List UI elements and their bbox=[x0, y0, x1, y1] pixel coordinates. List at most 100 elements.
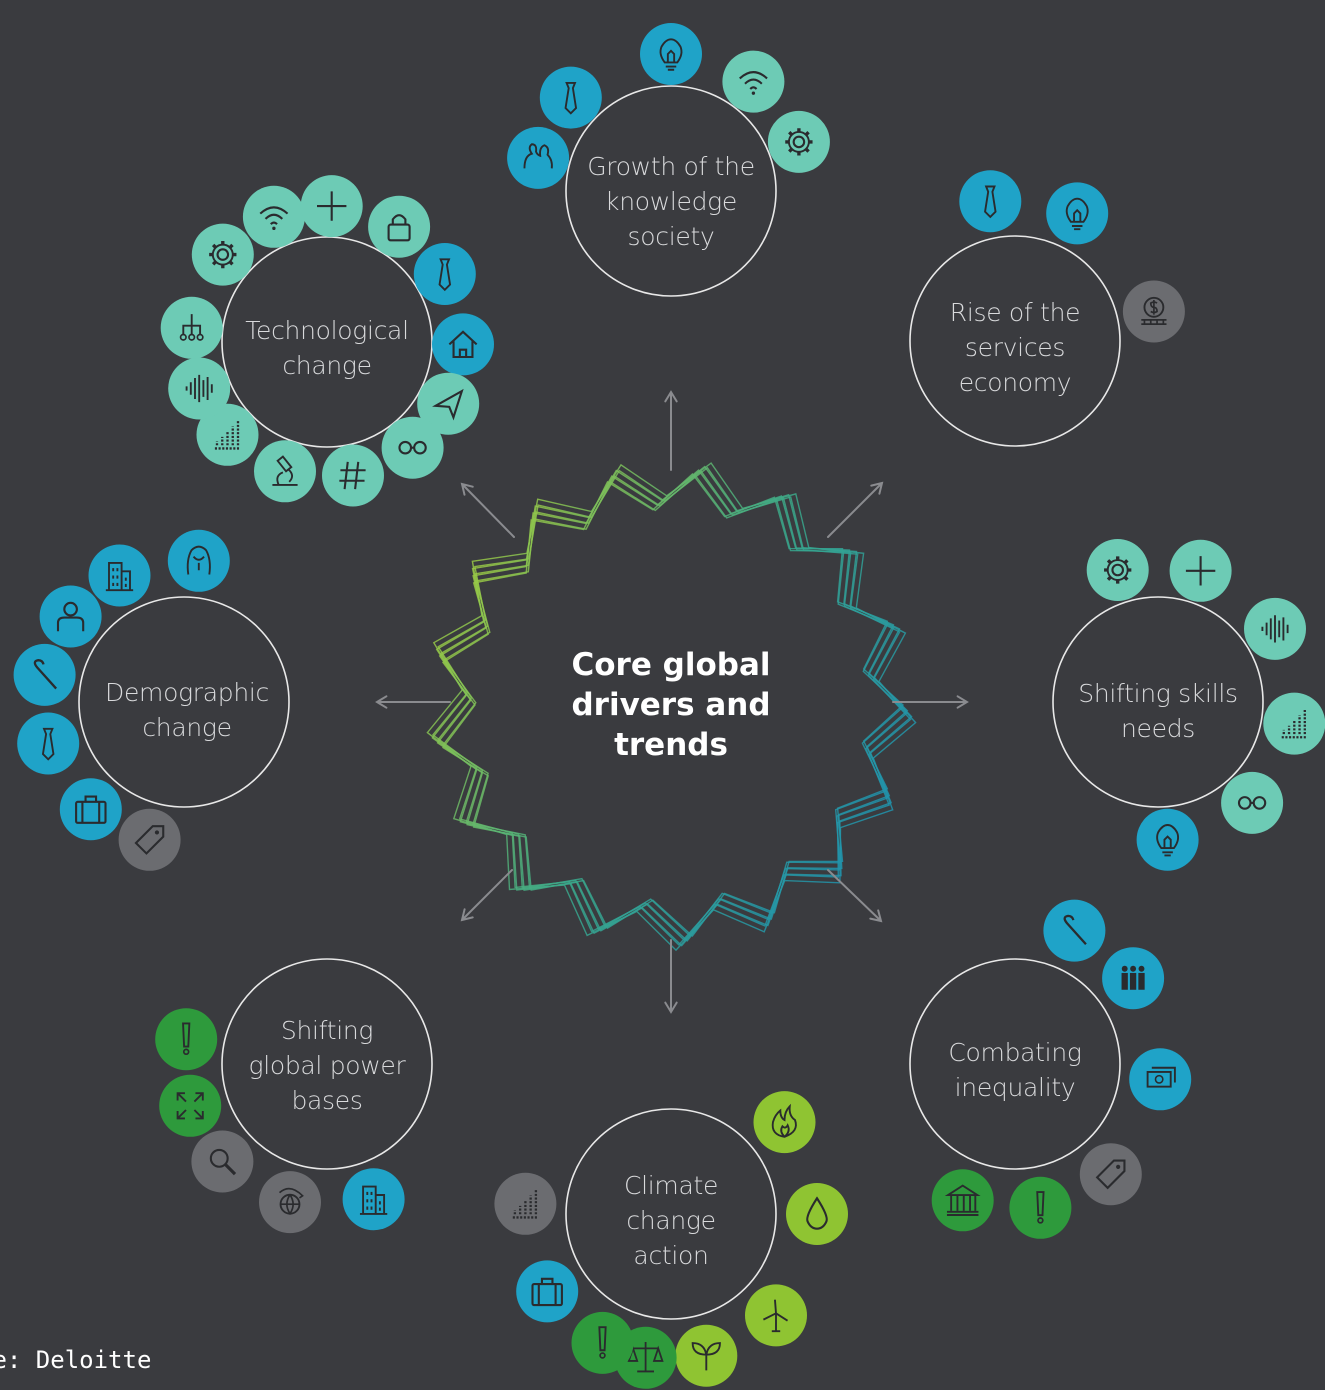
wifi-icon bbox=[242, 185, 305, 248]
hub-global-power-bases bbox=[155, 958, 433, 1234]
hub-label-line: Climate bbox=[623, 1171, 719, 1200]
send-icon bbox=[417, 372, 480, 435]
hub-label-climate-change-action: Climate change action bbox=[571, 1168, 771, 1273]
water-drop-icon bbox=[786, 1183, 848, 1245]
hub-label-line: Technological bbox=[245, 316, 409, 345]
woman-icon bbox=[167, 529, 230, 592]
driver-arrow bbox=[460, 482, 515, 538]
center-title-line: trends bbox=[614, 727, 728, 763]
gear-icon bbox=[1086, 539, 1149, 601]
hub-services-economy bbox=[909, 170, 1185, 447]
hub-label-technological-change: Technological change bbox=[227, 313, 427, 383]
search-icon bbox=[191, 1130, 254, 1193]
tie-icon bbox=[413, 243, 476, 305]
people-icon bbox=[507, 126, 570, 189]
money-icon bbox=[1122, 280, 1185, 343]
tie-icon bbox=[959, 170, 1022, 233]
tag-icon bbox=[1079, 1143, 1142, 1206]
building-icon bbox=[342, 1168, 405, 1231]
hub-label-line: society bbox=[627, 222, 715, 251]
tie-icon bbox=[17, 712, 80, 775]
hub-label-line: action bbox=[633, 1241, 709, 1270]
hub-demographic-change bbox=[13, 529, 290, 871]
hub-ring bbox=[565, 1108, 777, 1320]
hub-label-line: change bbox=[626, 1206, 716, 1235]
sound-wave-icon bbox=[1244, 597, 1306, 660]
exclamation-icon bbox=[571, 1311, 634, 1374]
briefcase-icon bbox=[59, 778, 122, 841]
plus-icon bbox=[300, 175, 363, 238]
briefcase-icon bbox=[516, 1260, 579, 1323]
hub-label-line: Shifting bbox=[280, 1016, 374, 1045]
hub-label-line: global power bbox=[248, 1051, 406, 1080]
hub-label-combating-inequality: Combating inequality bbox=[915, 1035, 1115, 1105]
hub-combating-inequality bbox=[909, 899, 1192, 1239]
hashtag-icon bbox=[322, 444, 384, 507]
hub-knowledge-society bbox=[507, 23, 830, 297]
group-icon bbox=[1102, 947, 1165, 1010]
lock-icon bbox=[368, 195, 431, 258]
center-title-line: drivers and bbox=[571, 687, 771, 723]
cash-icon bbox=[1129, 1048, 1192, 1111]
hub-label-line: Rise of the bbox=[949, 298, 1081, 327]
home-icon bbox=[432, 313, 494, 376]
hub-ring bbox=[565, 85, 777, 297]
hub-label-line: inequality bbox=[954, 1073, 1076, 1102]
bar-chart-icon bbox=[196, 403, 259, 466]
hub-ring bbox=[909, 235, 1121, 447]
hub-label-shifting-skills: Shifting skills needs bbox=[1053, 676, 1263, 746]
sprout-icon bbox=[675, 1324, 738, 1387]
center-title-line: Core global bbox=[571, 647, 771, 683]
hub-ring bbox=[221, 958, 433, 1170]
glasses-icon bbox=[381, 416, 444, 479]
expand-icon bbox=[159, 1074, 222, 1137]
cane-icon bbox=[1043, 899, 1106, 962]
driver-arrow bbox=[892, 695, 969, 709]
lightbulb-icon bbox=[1136, 808, 1199, 871]
sound-wave-icon bbox=[168, 357, 231, 420]
hub-label-global-power-bases: Shifting global power bases bbox=[227, 1013, 427, 1118]
driver-arrow bbox=[460, 869, 513, 922]
lightbulb-icon bbox=[640, 23, 702, 85]
driver-arrow bbox=[827, 481, 884, 538]
hub-label-services-economy: Rise of the services economy bbox=[915, 295, 1115, 400]
hub-climate-change-action bbox=[494, 1091, 848, 1389]
center-ring bbox=[426, 462, 917, 952]
hierarchy-icon bbox=[160, 296, 223, 359]
cane-icon bbox=[13, 643, 76, 706]
hub-label-line: bases bbox=[291, 1086, 363, 1115]
hub-shifting-skills bbox=[1052, 539, 1325, 871]
tie-icon bbox=[539, 66, 602, 129]
center-ring-strand bbox=[431, 466, 912, 946]
wind-turbine-icon bbox=[745, 1284, 807, 1347]
hub-label-line: Combating bbox=[948, 1038, 1082, 1067]
hub-label-line: knowledge bbox=[605, 187, 737, 216]
bar-chart-icon bbox=[1263, 692, 1325, 755]
driver-arrow bbox=[375, 695, 451, 709]
center-title: Core global drivers and trends bbox=[521, 645, 821, 765]
hub-ring bbox=[221, 236, 433, 448]
hub-label-knowledge-society: Growth of the knowledge society bbox=[571, 149, 771, 254]
person-icon bbox=[39, 585, 102, 648]
hub-label-line: Shifting skills bbox=[1078, 679, 1238, 708]
bar-chart-icon bbox=[494, 1172, 557, 1235]
hub-label-line: Growth of the bbox=[587, 152, 755, 181]
exclamation-icon bbox=[155, 1008, 218, 1071]
lightbulb-icon bbox=[1046, 182, 1109, 245]
hub-label-line: services bbox=[964, 333, 1066, 362]
tag-icon bbox=[118, 808, 181, 871]
driver-arrow bbox=[664, 939, 678, 1014]
exclamation-icon bbox=[1009, 1176, 1072, 1239]
gear-icon bbox=[191, 223, 254, 286]
fire-icon bbox=[753, 1091, 816, 1154]
hub-technological-change bbox=[160, 175, 494, 507]
hub-label-line: change bbox=[142, 713, 232, 742]
microscope-icon bbox=[254, 440, 316, 503]
glasses-icon bbox=[1221, 771, 1284, 834]
building-icon bbox=[88, 544, 151, 607]
center-ring-strand bbox=[426, 462, 917, 952]
driver-arrow bbox=[664, 390, 678, 471]
hub-label-demographic-change: Demographic change bbox=[87, 675, 287, 745]
bank-icon bbox=[931, 1169, 994, 1232]
